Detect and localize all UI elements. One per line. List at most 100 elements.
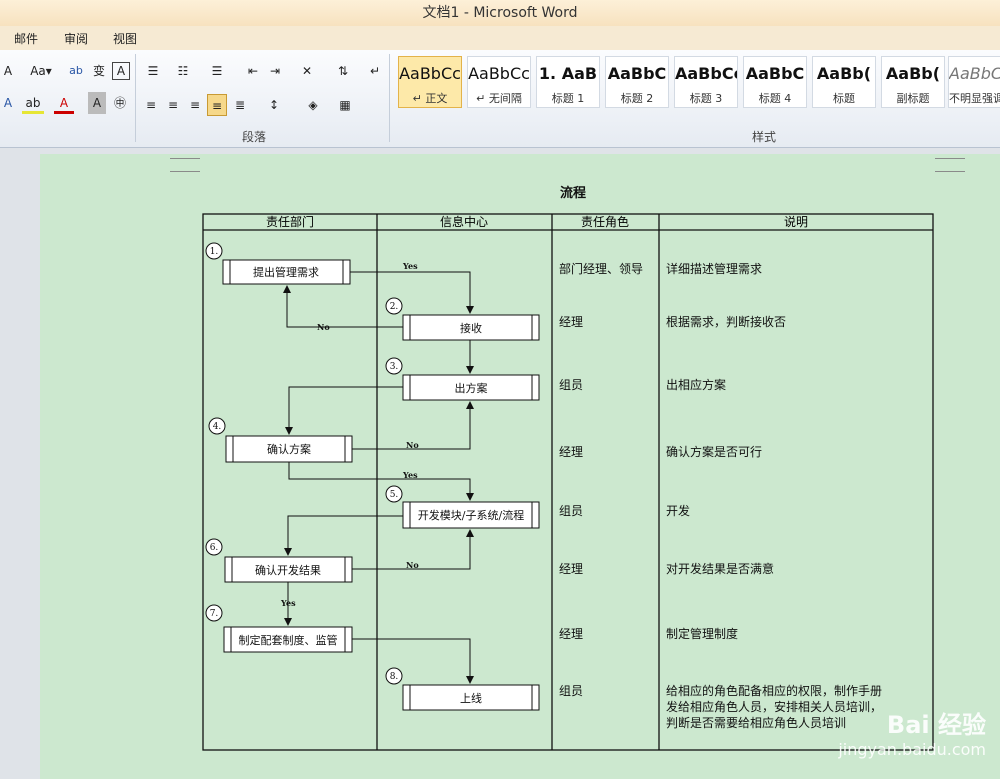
role-5: 组员: [559, 504, 583, 518]
desc-2: 根据需求，判断接收否: [666, 314, 786, 329]
desc-8-line-2: 发给相应角色人员，安排相关人员培训，: [666, 699, 882, 714]
desc-1: 详细描述管理需求: [666, 261, 762, 276]
text-box-icon[interactable]: A: [112, 62, 130, 80]
step-4-number: 4.: [213, 422, 222, 432]
font-color-button[interactable]: A: [54, 92, 74, 114]
edge-label-no-1: No: [317, 322, 330, 332]
step-5-label: 开发模块/子系统/流程: [418, 508, 524, 522]
flow-connectors: [283, 271, 474, 684]
step-3-label: 出方案: [455, 381, 488, 395]
edge-label-no-3: No: [406, 560, 419, 570]
multilevel-list-icon[interactable]: ☰: [211, 64, 223, 78]
align-center-icon[interactable]: ≡: [167, 98, 179, 112]
table-grid: [202, 213, 934, 751]
role-7: 经理: [559, 627, 583, 641]
style-title[interactable]: AaBb( 标题: [812, 56, 876, 108]
text-effect-icon[interactable]: A: [3, 96, 13, 110]
increase-indent-icon[interactable]: ⇥: [269, 64, 281, 78]
header-role: 责任角色: [581, 215, 629, 229]
desc-8-line-1: 给相应的角色配备相应的权限，制作手册: [666, 683, 882, 698]
margin-corner-right: [935, 158, 965, 172]
step-2-box[interactable]: [402, 314, 540, 341]
role-6: 经理: [559, 562, 583, 576]
numbering-icon[interactable]: ☷: [177, 64, 189, 78]
decrease-indent-icon[interactable]: ⇤: [247, 64, 259, 78]
font-size-decrease-button[interactable]: A: [3, 64, 13, 78]
line-spacing-icon[interactable]: ↕: [268, 98, 280, 112]
bullets-icon[interactable]: ☰: [147, 64, 159, 78]
step-8-label: 上线: [460, 691, 482, 705]
step-3-number: 3.: [390, 362, 399, 372]
step-1-box[interactable]: [222, 259, 351, 285]
borders-icon[interactable]: ▦: [339, 98, 351, 112]
highlight-color-button[interactable]: ab: [22, 92, 44, 114]
step-3-box[interactable]: [402, 374, 540, 401]
role-2: 经理: [559, 315, 583, 329]
desc-7: 制定管理制度: [666, 626, 738, 641]
desc-6: 对开发结果是否满意: [666, 561, 774, 576]
align-right-icon[interactable]: ≡: [189, 98, 201, 112]
header-department: 责任部门: [266, 214, 314, 229]
shading-icon[interactable]: ◈: [308, 98, 318, 112]
phonetic-guide-icon[interactable]: ab: [69, 64, 83, 77]
step-8-number: 8.: [390, 672, 399, 682]
style-subtle-emphasis[interactable]: AaBbC 不明显强调: [948, 56, 1000, 108]
step-5-box[interactable]: [402, 501, 540, 529]
character-shading-icon[interactable]: A: [88, 92, 106, 114]
document-heading: 流程: [560, 186, 587, 201]
style-heading-1[interactable]: 1. AaB 标题 1: [536, 56, 600, 108]
window-title-bar: 文档1 - Microsoft Word: [0, 0, 1000, 26]
step-5-number: 5.: [390, 490, 399, 500]
header-info-center: 信息中心: [440, 214, 488, 229]
baidu-jingyan-watermark: Bai 经验 jingyan.baidu.com: [838, 705, 986, 759]
role-8: 组员: [559, 684, 583, 698]
step-1-label: 提出管理需求: [253, 265, 319, 279]
role-3: 组员: [559, 378, 583, 392]
step-4-box[interactable]: [225, 435, 353, 463]
ribbon-tab-bar: 邮件 审阅 视图: [0, 26, 1000, 50]
role-4: 经理: [559, 445, 583, 459]
step-4-label: 确认方案: [267, 442, 311, 456]
align-left-icon[interactable]: ≡: [145, 98, 157, 112]
chinese-layout-icon[interactable]: ✕: [301, 64, 313, 78]
flowchart: 责任部门 信息中心 责任角色 说明: [202, 213, 934, 751]
desc-4: 确认方案是否可行: [666, 444, 762, 459]
step-6-box[interactable]: [224, 556, 353, 583]
tab-view[interactable]: 视图: [113, 32, 138, 46]
tab-review[interactable]: 审阅: [64, 32, 89, 46]
watermark-url: jingyan.baidu.com: [838, 740, 986, 759]
style-no-spacing[interactable]: AaBbCc ↵ 无间隔: [467, 56, 531, 108]
step-8-box[interactable]: [402, 684, 540, 711]
style-heading-2[interactable]: AaBbC 标题 2: [605, 56, 669, 108]
paragraph-group-label: 段落: [242, 130, 267, 144]
style-normal[interactable]: AaBbCc ↵ 正文: [398, 56, 462, 108]
step-2-number: 2.: [390, 302, 399, 312]
change-case-button[interactable]: Aa▾: [30, 64, 52, 78]
step-6-number: 6.: [210, 543, 219, 553]
edge-label-yes-2: Yes: [402, 470, 418, 480]
document-page[interactable]: 流程 责任部门 信息中心 责任角色 说明: [40, 154, 1000, 779]
sort-icon[interactable]: ⇅: [337, 64, 349, 78]
enclose-characters-icon[interactable]: ㊥: [113, 96, 126, 110]
header-description: 说明: [784, 214, 808, 229]
style-heading-3[interactable]: AaBbCc 标题 3: [674, 56, 738, 108]
role-1: 部门经理、领导: [559, 261, 643, 276]
window-title: 文档1 - Microsoft Word: [422, 5, 578, 21]
show-marks-icon[interactable]: ↵: [369, 64, 381, 78]
desc-5: 开发: [666, 503, 690, 518]
desc-8-line-3: 判断是否需要给相应角色人员培训: [666, 715, 846, 730]
character-border-icon[interactable]: 变: [92, 64, 105, 78]
step-7-number: 7.: [210, 609, 219, 619]
watermark-brand: Bai 经验: [886, 711, 986, 739]
step-6-label: 确认开发结果: [255, 563, 321, 577]
ribbon: A Aa▾ ab 变 A A ab A A ㊥ ☰ ☷ ☰ ⇤ ⇥ ✕ ⇅ ↵ …: [0, 50, 1000, 148]
document-area: 流程 责任部门 信息中心 责任角色 说明: [0, 148, 1000, 779]
tab-mailings[interactable]: 邮件: [14, 32, 39, 46]
edge-label-no-2: No: [406, 440, 419, 450]
justify-icon[interactable]: ≡: [207, 94, 227, 116]
distributed-icon[interactable]: ≣: [234, 98, 246, 112]
style-heading-4[interactable]: AaBbC 标题 4: [743, 56, 807, 108]
edge-label-yes-3: Yes: [280, 598, 296, 608]
edge-label-yes-1: Yes: [402, 261, 418, 271]
style-subtitle[interactable]: AaBb( 副标题: [881, 56, 945, 108]
